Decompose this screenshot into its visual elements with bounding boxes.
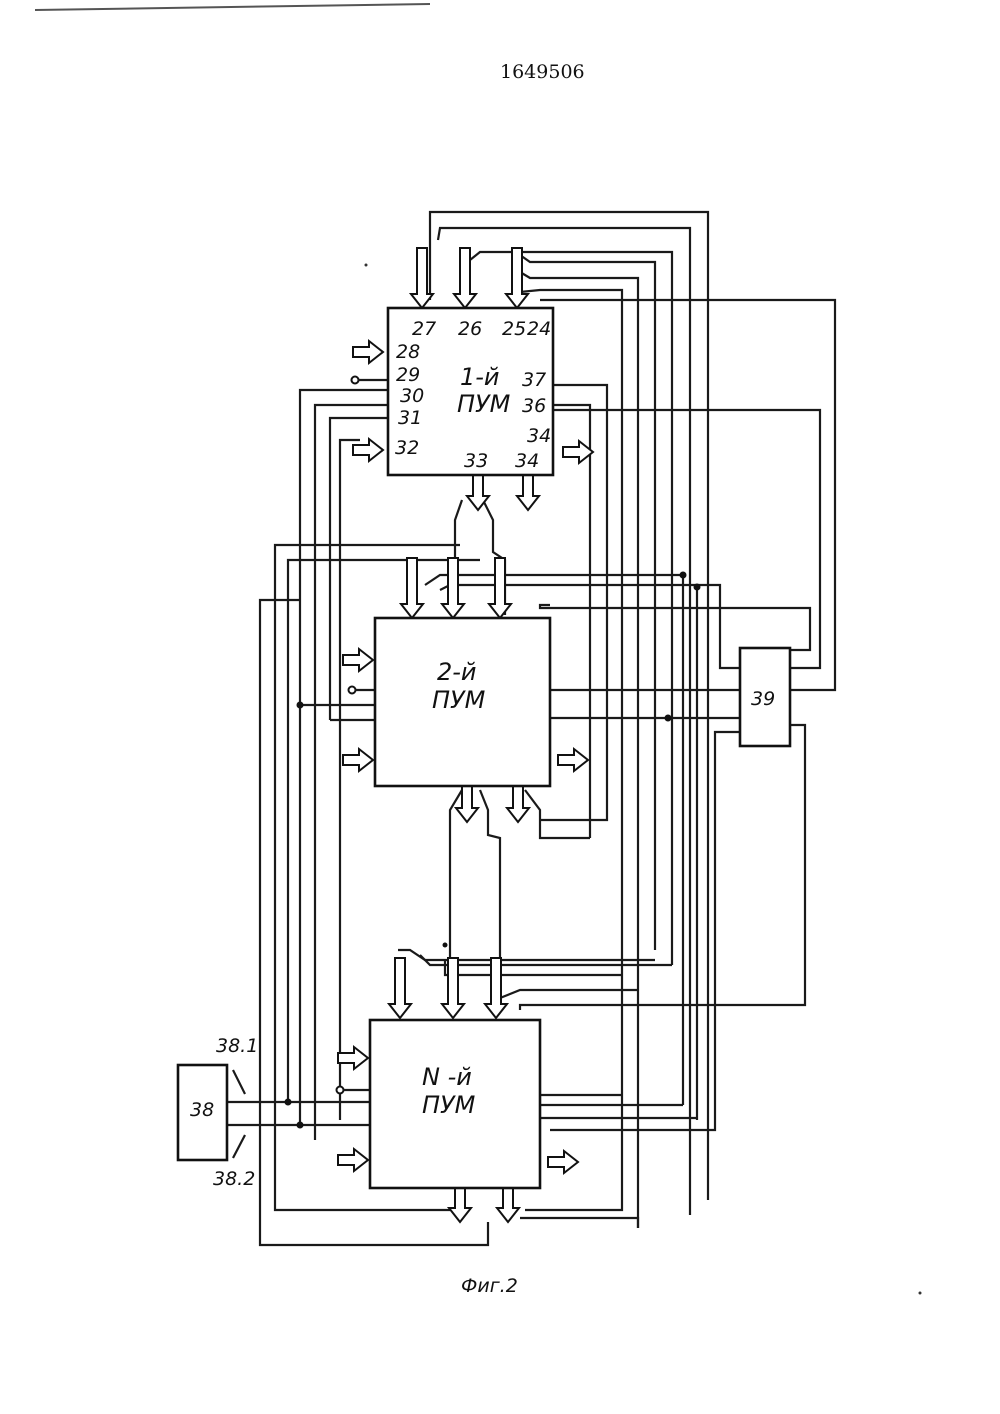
block-38-label: 38 xyxy=(190,1099,214,1121)
pum2-subtitle: ПУМ xyxy=(432,686,486,714)
pum1-title: 1-й xyxy=(460,363,500,391)
pin-31: 31 xyxy=(398,407,422,429)
pumN-subtitle: ПУМ xyxy=(422,1091,476,1119)
pin-36: 36 xyxy=(522,395,546,417)
pum-block-1: 1-й ПУМ 27 26 25 24 28 29 30 31 32 37 36… xyxy=(388,308,553,475)
pin-24: 24 xyxy=(527,318,551,340)
pum1-subtitle: ПУМ xyxy=(457,390,511,418)
output-38-2: 38.2 xyxy=(213,1168,255,1190)
block-39: 39 xyxy=(740,648,790,746)
pin-34b: 34 xyxy=(515,450,539,472)
pin-28: 28 xyxy=(396,341,420,363)
speck-mark xyxy=(365,264,368,267)
pin-26: 26 xyxy=(458,318,482,340)
pin-25: 25 xyxy=(502,318,526,340)
pumN-title: N -й xyxy=(422,1063,472,1091)
pin-34a: 34 xyxy=(527,425,551,447)
pin-33: 33 xyxy=(464,450,488,472)
output-38-1: 38.1 xyxy=(216,1035,258,1057)
pin-32: 32 xyxy=(395,437,419,459)
patent-number: 1649506 xyxy=(500,61,585,83)
pum-block-2: 2-й ПУМ xyxy=(375,618,550,786)
pum-block-n: N -й ПУМ xyxy=(370,1020,540,1188)
pin-27: 27 xyxy=(412,318,436,340)
pin-30: 30 xyxy=(400,385,424,407)
block-39-label: 39 xyxy=(751,688,775,710)
pum2-title: 2-й xyxy=(437,658,477,686)
page-edge-line xyxy=(35,4,430,10)
pin-29: 29 xyxy=(396,364,420,386)
speck-mark xyxy=(919,1292,922,1295)
block-38: 38 38.1 38.2 xyxy=(178,1035,258,1190)
pin-37: 37 xyxy=(522,369,546,391)
figure-caption: Фиг.2 xyxy=(461,1275,518,1297)
